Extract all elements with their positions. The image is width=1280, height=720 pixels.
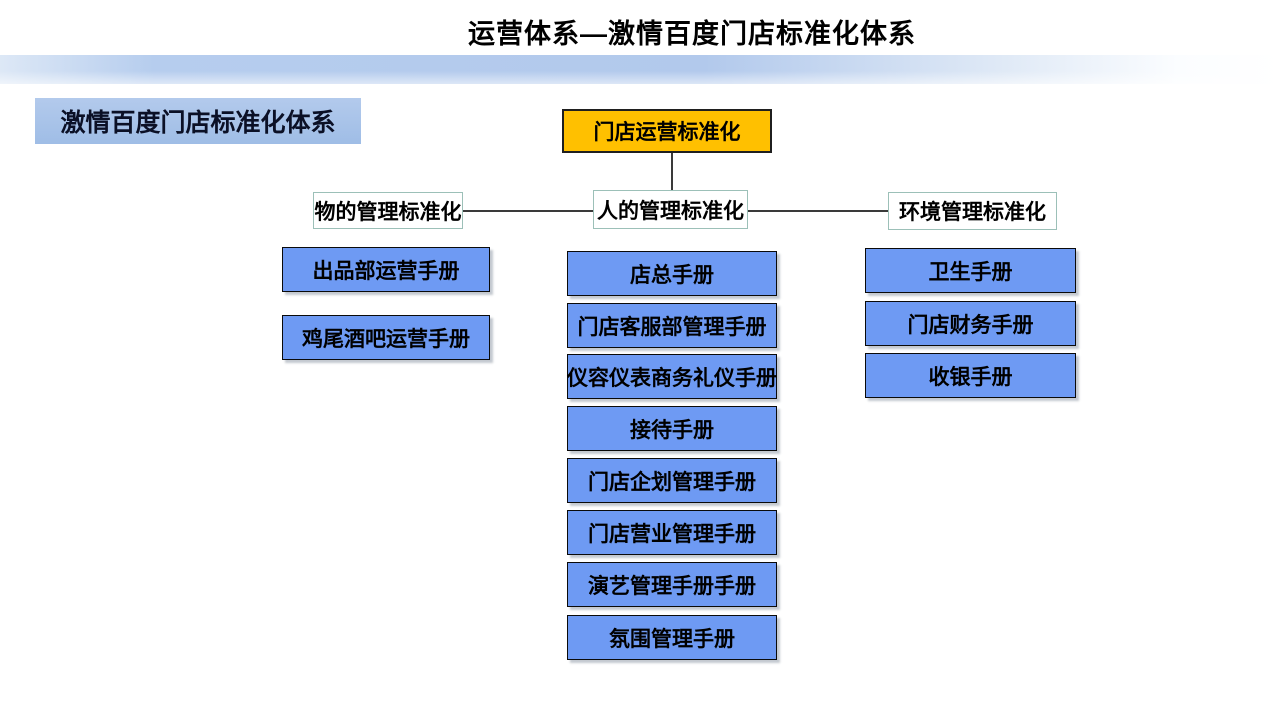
- branch-node-environment: 环境管理标准化: [888, 192, 1057, 230]
- manual-node: 收银手册: [865, 353, 1076, 398]
- connector-center-to-right: [748, 210, 888, 212]
- manual-node: 门店营业管理手册: [567, 510, 777, 555]
- header-band: [0, 55, 1280, 84]
- connector-root-to-center: [671, 153, 673, 191]
- section-heading: 激情百度门店标准化体系: [35, 98, 361, 144]
- root-node: 门店运营标准化: [562, 109, 772, 153]
- manual-node: 仪容仪表商务礼仪手册: [567, 354, 777, 399]
- manual-node: 门店企划管理手册: [567, 458, 777, 503]
- manual-node: 接待手册: [567, 406, 777, 451]
- manual-node: 门店财务手册: [865, 301, 1076, 346]
- connector-center-to-left: [463, 210, 593, 212]
- branch-node-things: 物的管理标准化: [313, 192, 463, 229]
- branch-node-people: 人的管理标准化: [593, 190, 748, 229]
- slide-title: 运营体系—激情百度门店标准化体系: [468, 19, 916, 49]
- manual-node: 店总手册: [567, 251, 777, 296]
- manual-node: 卫生手册: [865, 248, 1076, 293]
- manual-node: 出品部运营手册: [282, 247, 490, 292]
- manual-node: 氛围管理手册: [567, 615, 777, 660]
- manual-node: 鸡尾酒吧运营手册: [282, 315, 490, 360]
- manual-node: 门店客服部管理手册: [567, 303, 777, 348]
- manual-node: 演艺管理手册手册: [567, 562, 777, 607]
